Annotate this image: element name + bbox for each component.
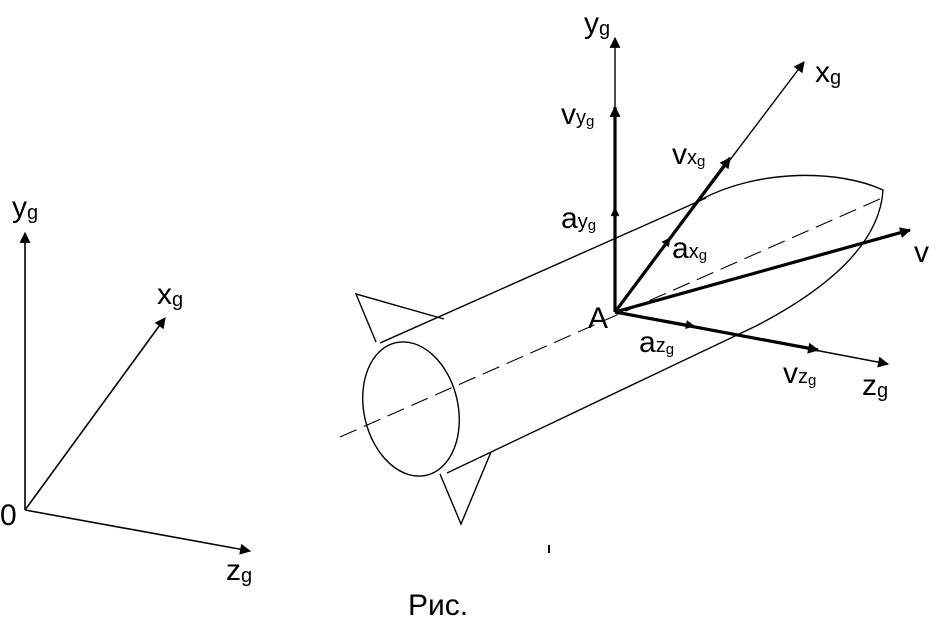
velocity-label: v xyxy=(914,236,929,269)
body-y-label: yg xyxy=(584,7,610,40)
ground-origin-label: 0 xyxy=(0,499,17,532)
rocket-fin-upper xyxy=(354,292,445,343)
rocket-cylinder-top xyxy=(379,197,707,344)
ground-axis-x xyxy=(24,317,166,511)
a-z-label: azg xyxy=(639,326,674,359)
rocket-cylinder-bottom xyxy=(446,325,757,474)
a-x-component xyxy=(614,237,671,313)
ground-frame xyxy=(19,231,252,555)
ground-axis-z xyxy=(24,509,252,555)
rocket-fin-lower xyxy=(439,451,492,526)
figure-caption: Рис. xyxy=(408,589,468,622)
velocity-vector xyxy=(614,227,912,314)
point-a-label: A xyxy=(588,302,608,335)
body-x-label: xg xyxy=(815,56,841,89)
rocket-base-ellipse xyxy=(362,341,460,477)
a-z-component xyxy=(614,310,695,330)
rocket-nose-cone xyxy=(699,174,884,327)
rocket-body xyxy=(339,174,884,526)
body-z-label: zg xyxy=(862,369,888,402)
ground-y-label: yg xyxy=(12,191,38,224)
body-frame xyxy=(609,36,912,368)
v-z-label: vzg xyxy=(783,357,816,390)
rocket-centerline xyxy=(339,198,881,438)
a-x-label: axg xyxy=(672,232,707,265)
v-y-label: vyg xyxy=(561,98,594,131)
ground-z-label: zg xyxy=(226,554,252,587)
a-y-label: ayg xyxy=(561,202,596,235)
v-x-label: vxg xyxy=(672,138,705,171)
ground-x-label: xg xyxy=(157,278,183,311)
